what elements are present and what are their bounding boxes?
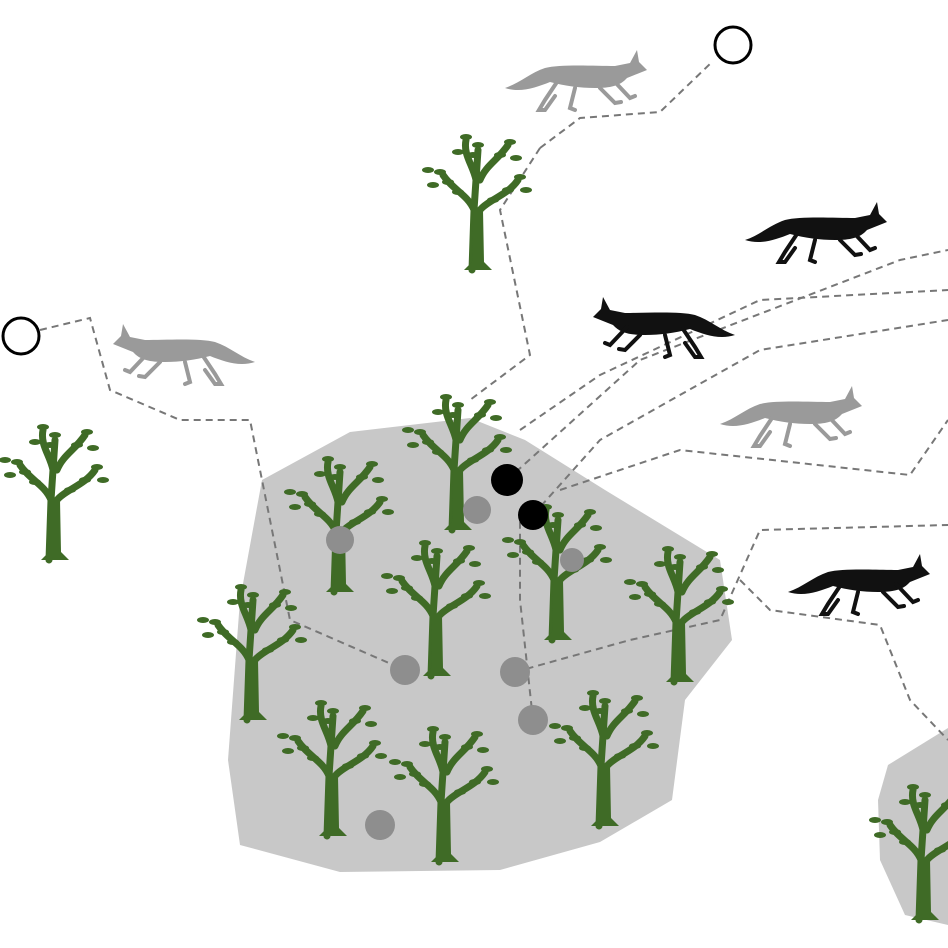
dot-marker xyxy=(463,496,491,524)
open-circle-endpoint xyxy=(713,25,753,65)
dot-marker-black xyxy=(491,464,523,496)
dispersal-path xyxy=(514,524,948,673)
habitat-patch-right xyxy=(878,728,948,925)
dispersal-path xyxy=(539,61,713,149)
dispersal-path xyxy=(739,579,948,741)
dot-marker xyxy=(560,548,584,572)
dot-marker-black xyxy=(518,500,548,530)
dot-marker xyxy=(518,705,548,735)
dispersal-path xyxy=(559,419,948,491)
dot-marker xyxy=(390,655,420,685)
dot-marker xyxy=(500,657,530,687)
dispersal-path xyxy=(506,249,948,481)
dots xyxy=(326,464,584,840)
dot-marker xyxy=(365,810,395,840)
open-circle-endpoint xyxy=(1,316,41,356)
dispersal-path xyxy=(532,319,948,516)
dot-marker xyxy=(326,526,354,554)
dispersal-path xyxy=(519,289,948,431)
dispersal-paths xyxy=(39,61,948,741)
endpoints xyxy=(1,25,753,356)
dispersal-path xyxy=(39,316,406,671)
